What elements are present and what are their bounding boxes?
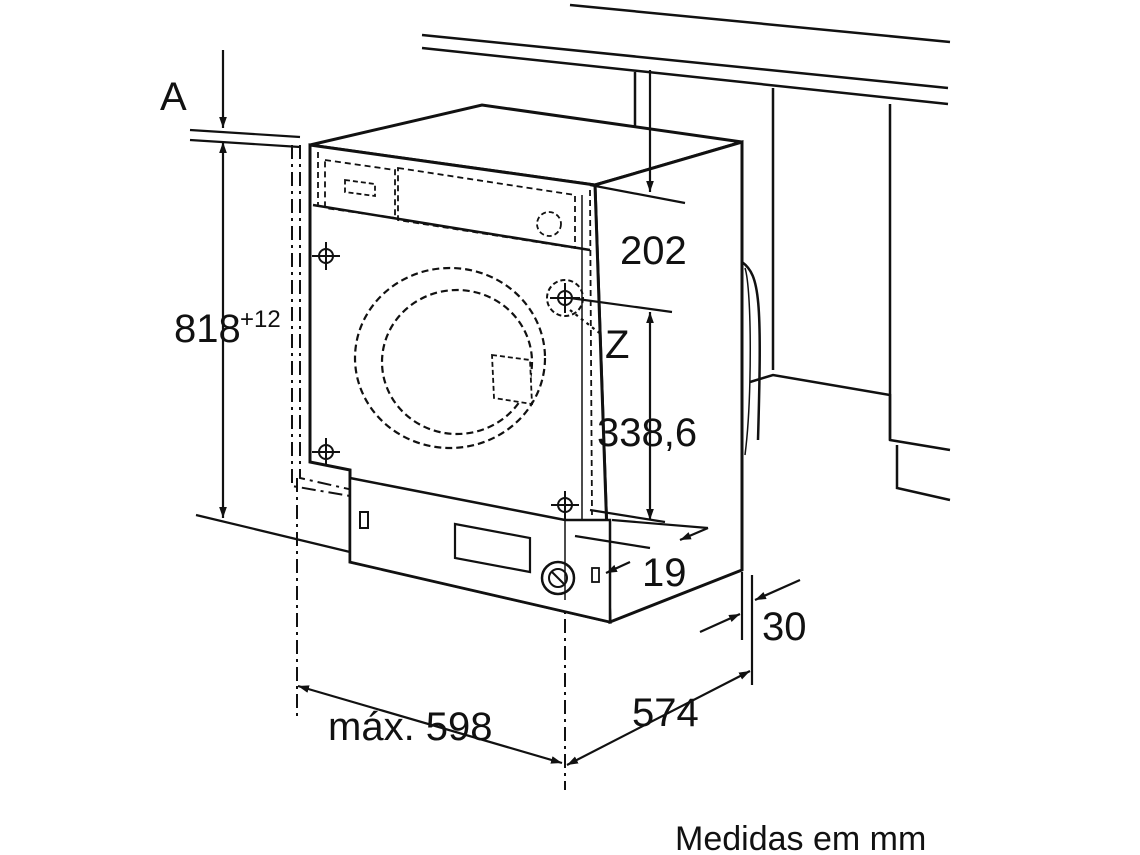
screw-icon bbox=[312, 438, 340, 466]
cabinet-niche bbox=[421, 3, 951, 502]
label-a: A bbox=[160, 75, 187, 119]
label-width: máx. 598 bbox=[328, 705, 493, 749]
label-height: 818 bbox=[174, 307, 241, 351]
caption: Medidas em mm bbox=[675, 820, 926, 855]
label-height-tolerance: +12 bbox=[240, 306, 281, 333]
label-depth: 574 bbox=[632, 691, 699, 735]
label-z: Z bbox=[605, 323, 629, 367]
screw-icon bbox=[312, 242, 340, 270]
washing-machine bbox=[308, 103, 761, 625]
label-202: 202 bbox=[620, 229, 687, 273]
label-338: 338,6 bbox=[597, 411, 697, 455]
dimension-lines bbox=[189, 50, 801, 766]
label-19: 19 bbox=[642, 551, 687, 595]
screw-icon bbox=[551, 491, 579, 519]
label-30: 30 bbox=[762, 605, 807, 649]
